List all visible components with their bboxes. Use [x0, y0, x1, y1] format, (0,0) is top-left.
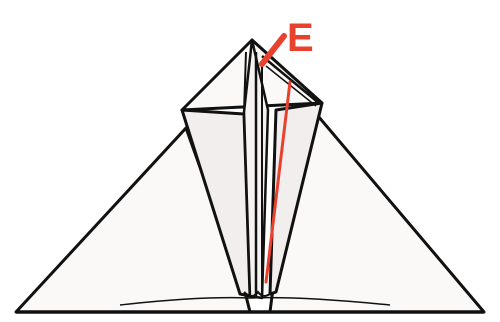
- marker-label-e: E: [287, 16, 314, 60]
